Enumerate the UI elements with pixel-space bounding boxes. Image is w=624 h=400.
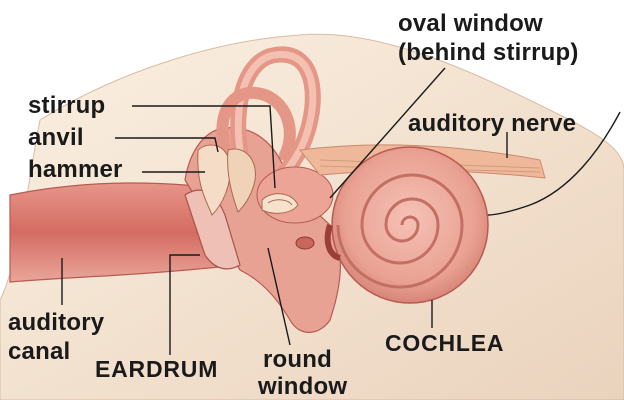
auditory-nerve-label: auditory nerve: [408, 112, 576, 136]
cochlea-shape: [332, 147, 488, 303]
oval-window-label-line1: oval window: [398, 12, 543, 36]
oval-window-label-line2: (behind stirrup): [398, 41, 579, 65]
auditory-canal-label-line1: auditory: [8, 311, 104, 335]
round-window-label-line2: window: [258, 375, 347, 399]
cochlea-label: COCHLEA: [385, 332, 504, 355]
auditory-canal-label-line2: canal: [8, 340, 70, 364]
hammer-label: hammer: [28, 158, 123, 182]
round-window-shape: [296, 237, 314, 249]
eardrum-label: EARDRUM: [95, 358, 218, 381]
anvil-label: anvil: [28, 126, 84, 150]
stirrup-label: stirrup: [28, 94, 105, 118]
round-window-label-line1: round: [263, 348, 332, 372]
